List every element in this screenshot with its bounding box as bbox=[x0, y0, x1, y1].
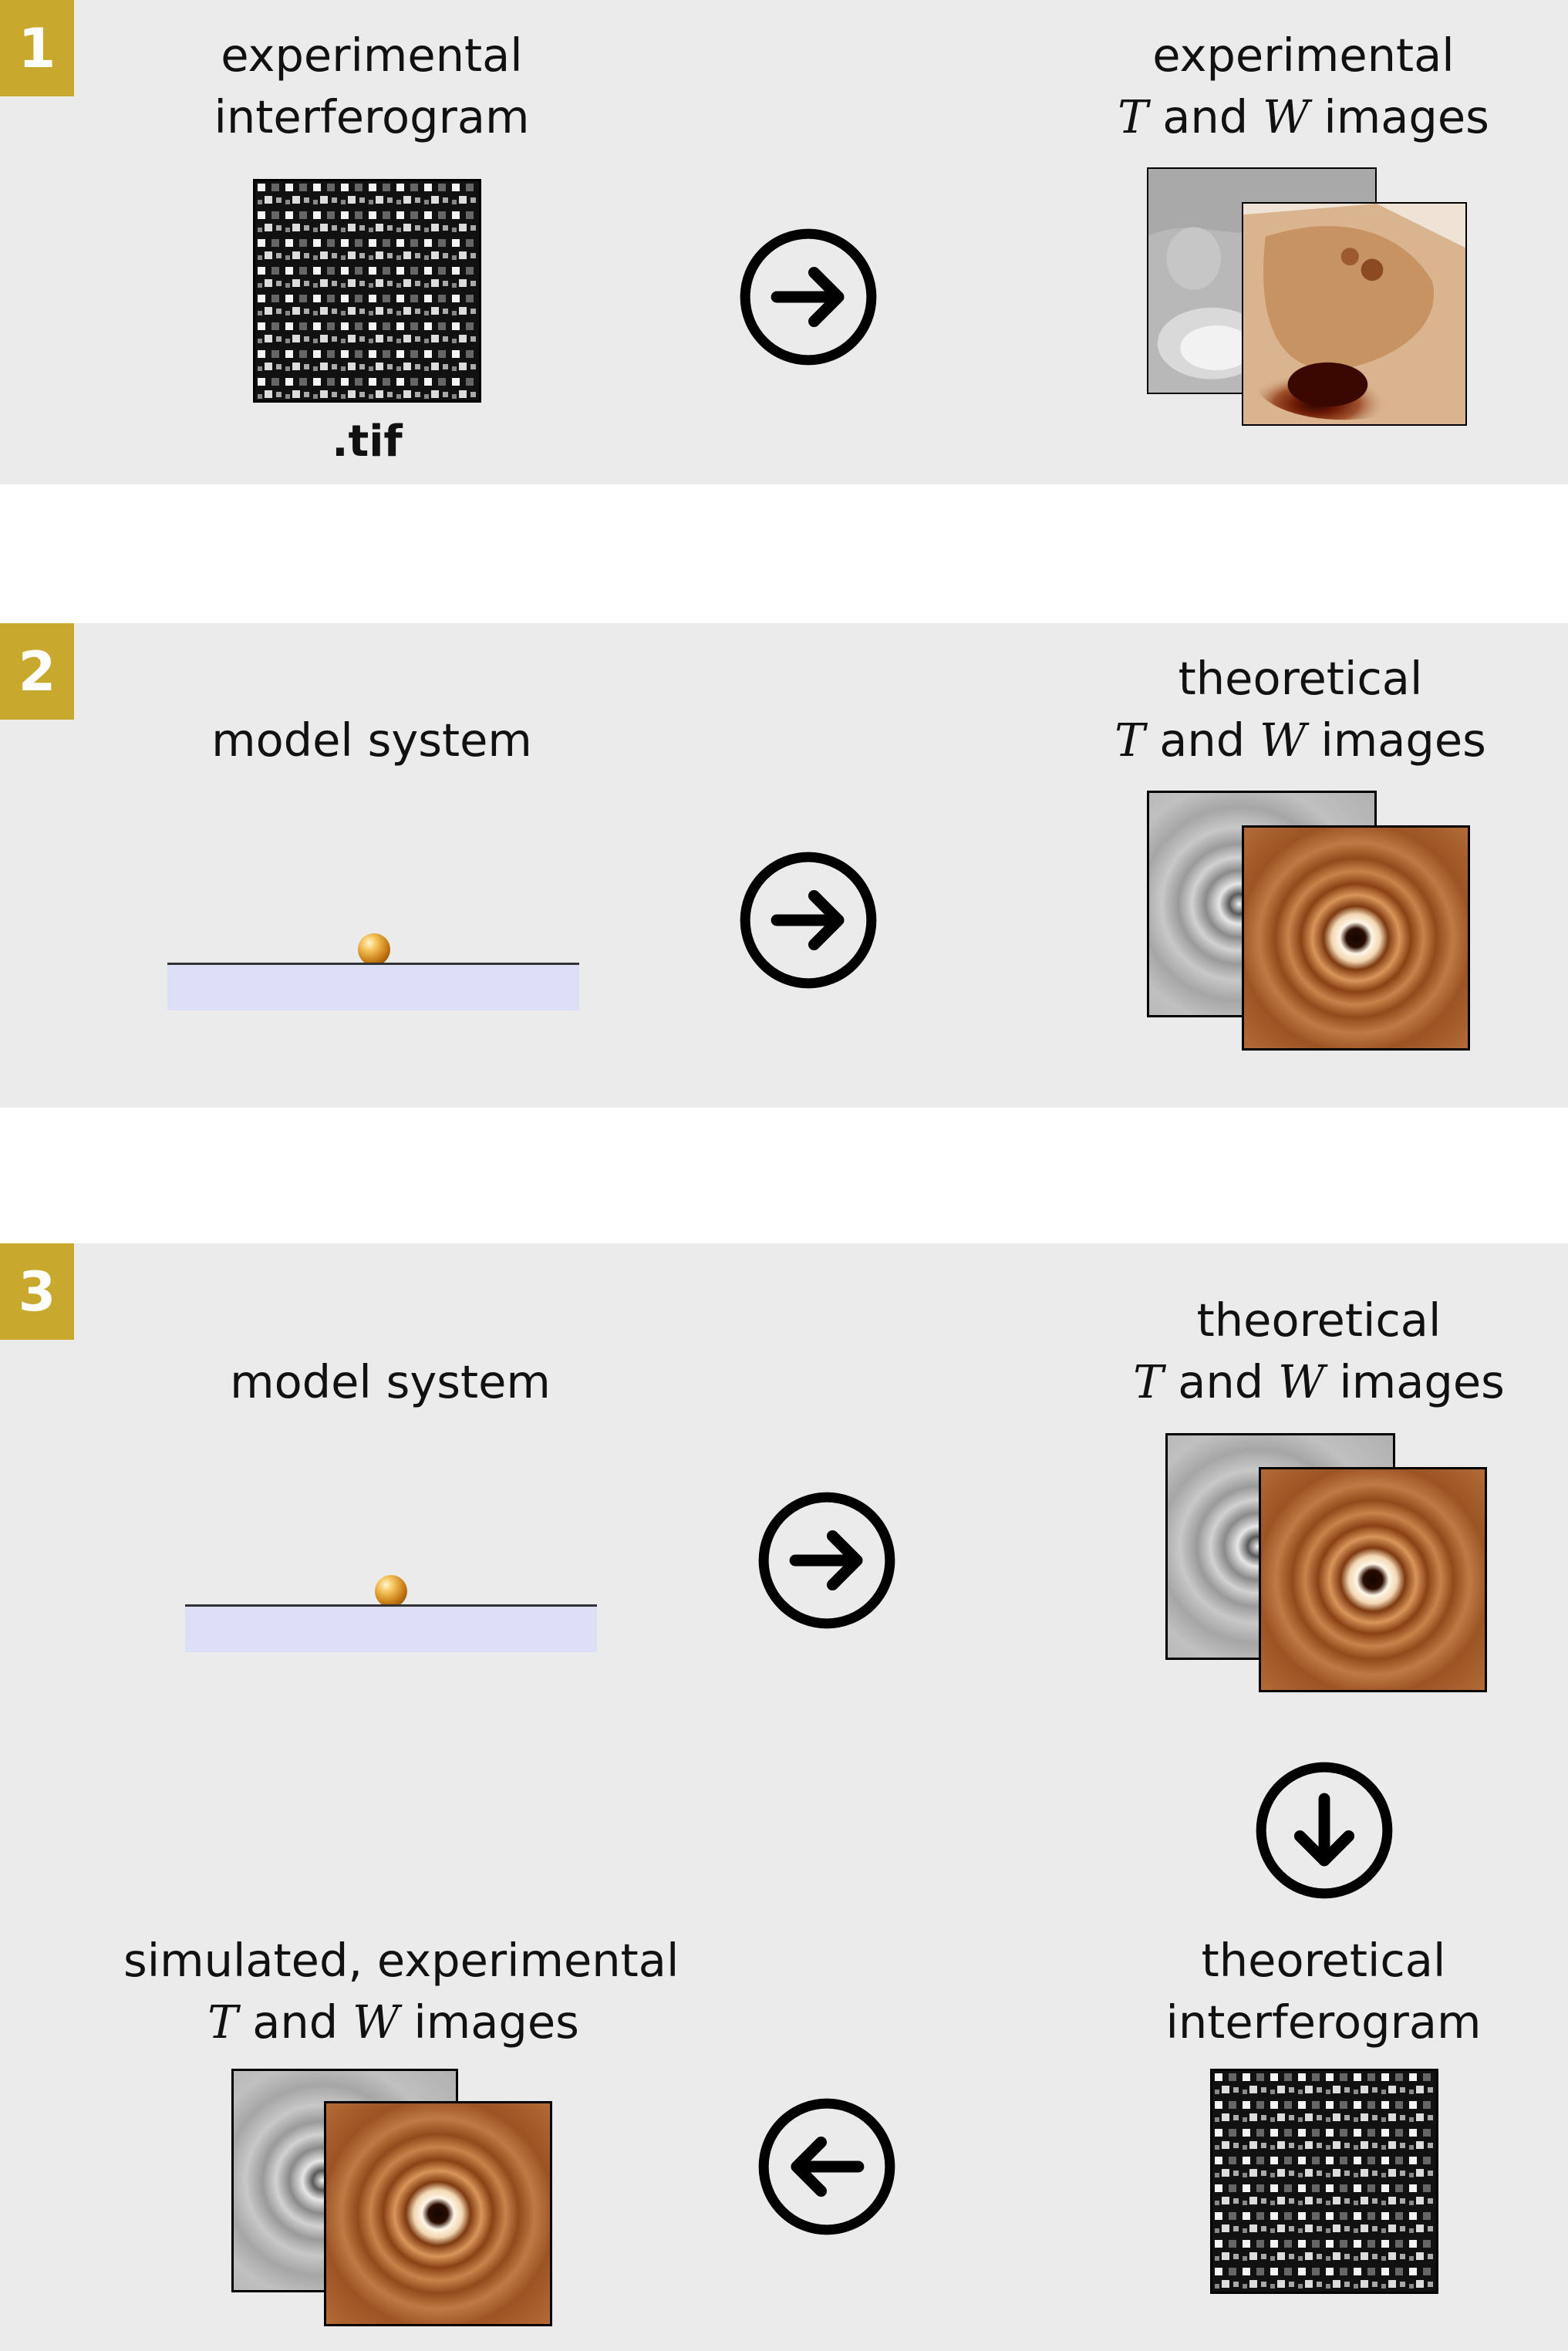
substrate bbox=[185, 1604, 597, 1652]
panel-1: 1 experimental interferogram .tif experi… bbox=[0, 0, 1568, 484]
theoretical-W-image bbox=[1242, 825, 1470, 1051]
substrate bbox=[167, 963, 579, 1010]
experimental-interferogram-label: experimental interferogram bbox=[214, 29, 530, 143]
arrow-right-icon bbox=[737, 225, 880, 369]
panel-3: 3 model system theoretical T and W image… bbox=[0, 1243, 1568, 2351]
arrow-right-icon bbox=[737, 848, 880, 992]
arrow-right-icon bbox=[755, 1489, 899, 1632]
theoretical-interferogram-image bbox=[1210, 2069, 1438, 2294]
step-badge: 3 bbox=[0, 1243, 74, 1340]
theoretical-W-image bbox=[1259, 1467, 1487, 1692]
panel-2: 2 model system theoretical T and W image… bbox=[0, 623, 1568, 1108]
step-badge: 2 bbox=[0, 623, 74, 720]
experimental-W-image bbox=[1242, 202, 1467, 426]
theoretical-T-W-label: theoretical T and W images bbox=[1133, 1294, 1505, 1408]
bead-sphere bbox=[375, 1575, 407, 1607]
model-system-label: model system bbox=[211, 713, 532, 767]
experimental-T-W-label: experimental T and W images bbox=[1118, 29, 1489, 143]
theoretical-T-W-label: theoretical T and W images bbox=[1114, 652, 1486, 767]
file-extension-label: .tif bbox=[332, 417, 403, 467]
step-badge: 1 bbox=[0, 0, 74, 96]
theoretical-interferogram-label: theoretical interferogram bbox=[1165, 1934, 1482, 2049]
simulated-W-image bbox=[324, 2101, 552, 2326]
arrow-down-icon bbox=[1253, 1759, 1396, 1902]
simulated-experimental-T-W-label: simulated, experimental T and W images bbox=[123, 1934, 679, 2049]
interferogram-image bbox=[253, 179, 481, 403]
arrow-left-icon bbox=[755, 2095, 899, 2238]
model-system-label: model system bbox=[230, 1355, 551, 1408]
bead-sphere bbox=[358, 933, 390, 966]
